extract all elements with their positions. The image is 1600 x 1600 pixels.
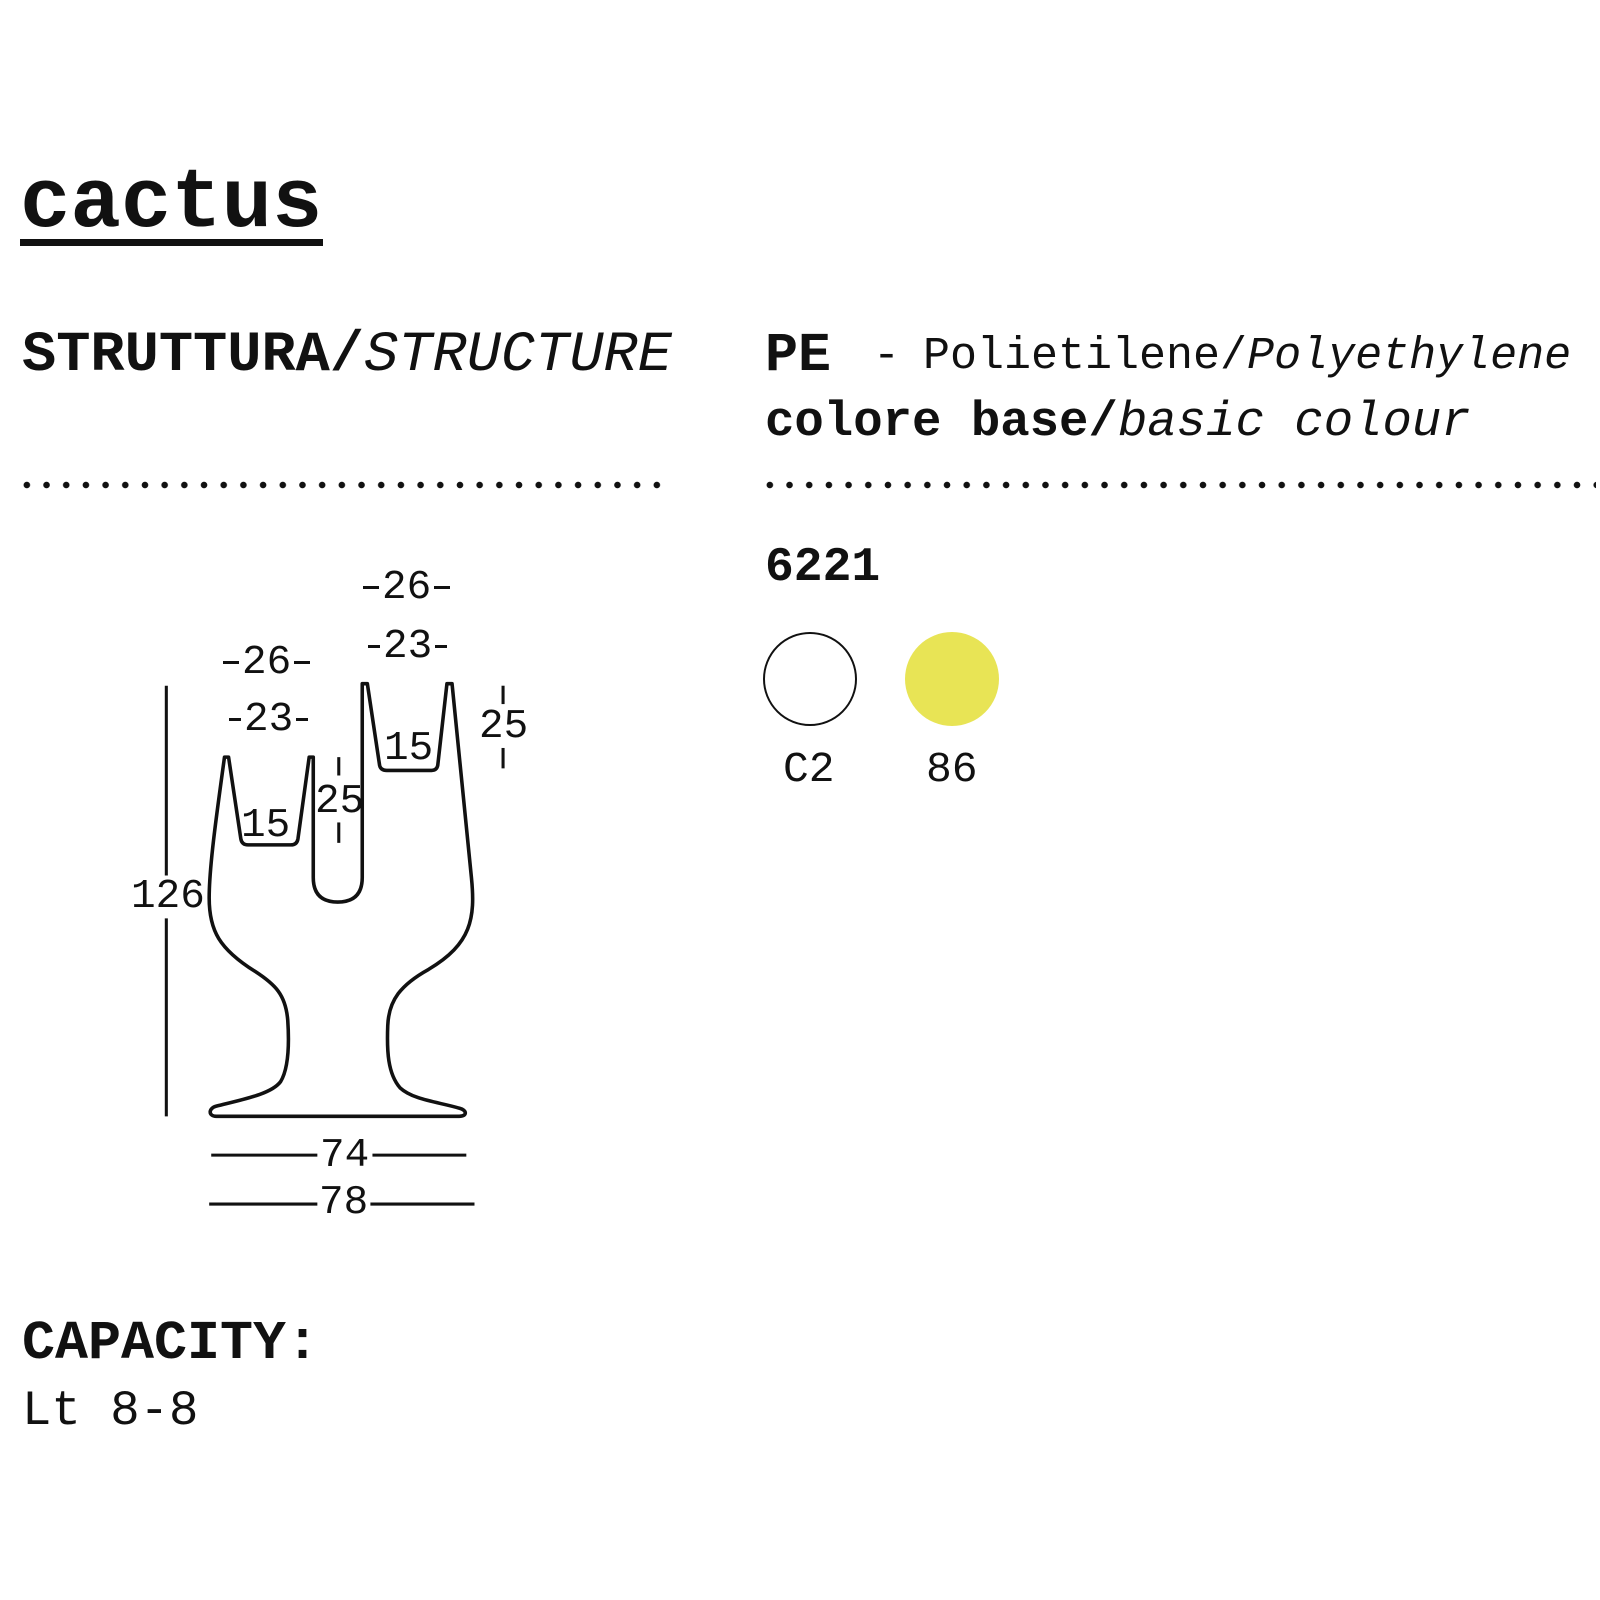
title-underline	[20, 239, 323, 246]
dim-right-top-inner: 23	[365, 627, 450, 668]
dotted-divider-left	[17, 481, 672, 489]
material-name: Polietilene/Polyethylene	[923, 334, 1571, 379]
colour-heading: colore base/basic colour	[765, 398, 1471, 447]
material-separator: -	[873, 331, 901, 382]
colour-label-it: colore base/	[765, 394, 1118, 450]
swatch-86[interactable]	[905, 632, 999, 726]
dim-left-top-outer: 26	[220, 643, 313, 684]
dim-left-bottom: 15	[241, 803, 291, 849]
dotted-divider-right	[760, 481, 1596, 489]
material-name-en: Polyethylene	[1247, 331, 1572, 382]
dim-left-top-inner: 23	[226, 700, 311, 741]
swatch-label-86: 86	[926, 745, 978, 794]
dim-right-depth: 25	[479, 704, 529, 750]
dim-left-depth: 25	[315, 779, 365, 825]
dim-base-outer: 78	[319, 1180, 369, 1226]
capacity-value: Lt 8-8	[22, 1383, 199, 1439]
dim-base-inner: 74	[320, 1133, 370, 1179]
dim-right-top-outer: 26	[360, 568, 453, 609]
dim-right-bottom: 15	[384, 726, 434, 772]
product-title: cactus	[20, 157, 323, 252]
swatch-c2[interactable]	[763, 632, 857, 726]
material-code: PE	[765, 324, 832, 387]
swatch-label-c2: C2	[783, 745, 835, 794]
material-name-it: Polietilene/	[923, 331, 1248, 382]
dim-height: 126	[131, 874, 205, 920]
structure-label-en: STRUCTURE	[364, 324, 672, 388]
structure-label-it: STRUTTURA/	[22, 324, 365, 388]
structure-heading: STRUTTURA/STRUCTURE	[22, 328, 672, 385]
capacity-label: CAPACITY:	[22, 1312, 320, 1375]
cactus-outline	[207, 681, 475, 1119]
colour-label-en: basic colour	[1117, 394, 1471, 450]
model-code: 6221	[765, 541, 881, 595]
